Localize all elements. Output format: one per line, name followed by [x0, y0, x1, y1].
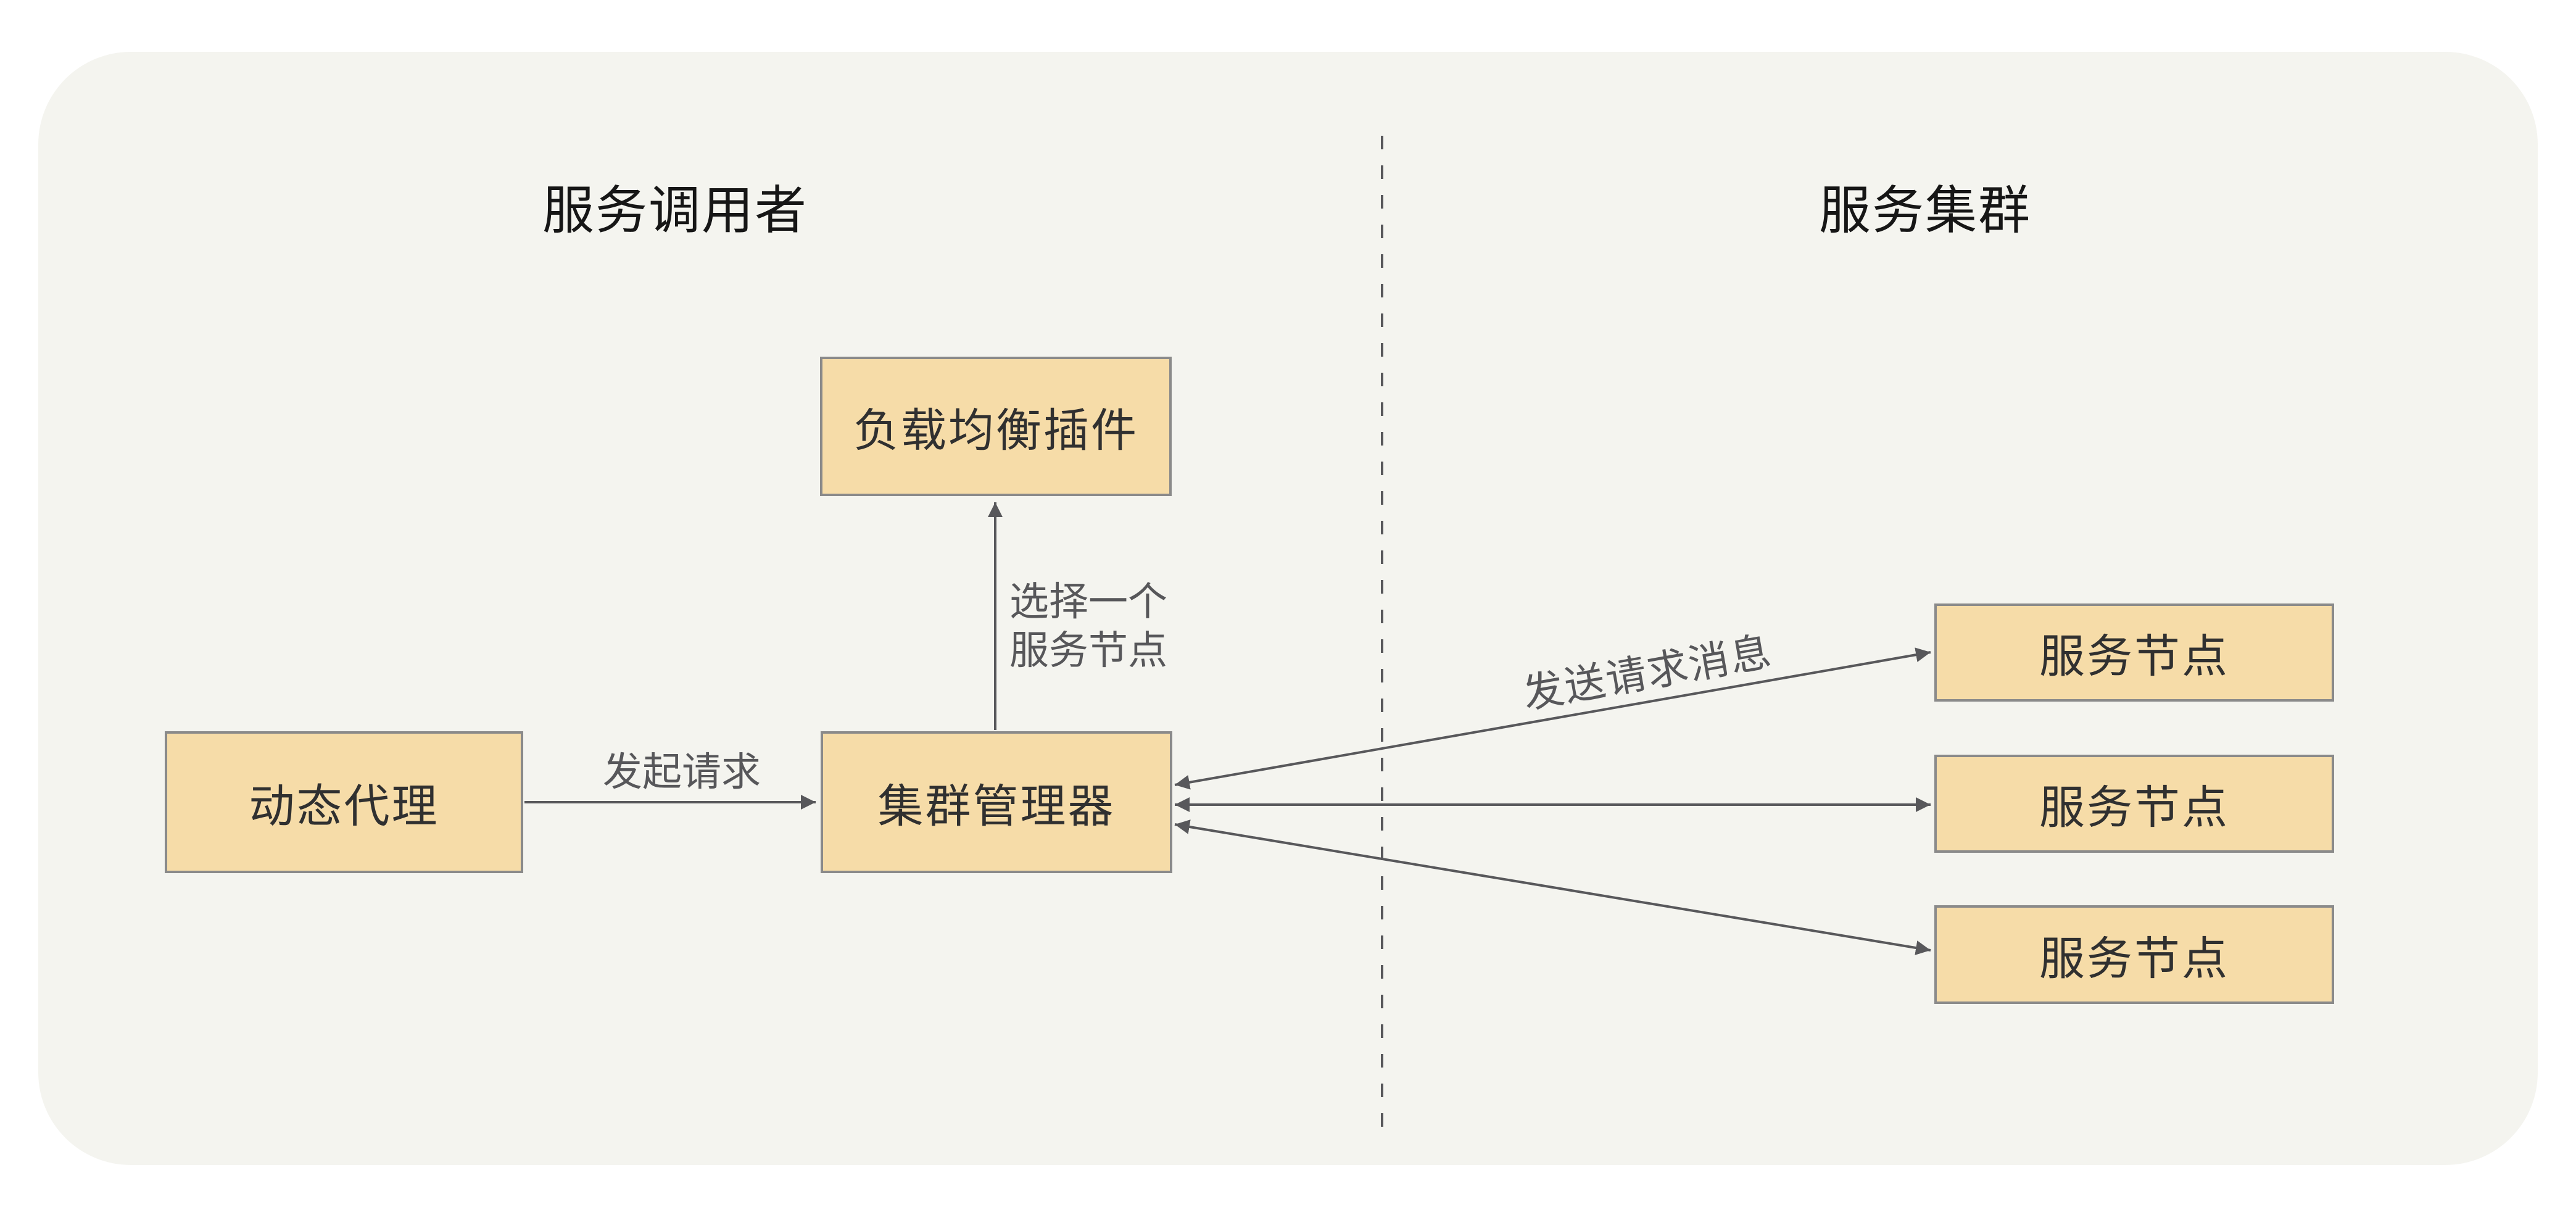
- service-node-box-3: 服务节点: [1934, 905, 2334, 1004]
- left-section-title: 服务调用者: [542, 181, 808, 239]
- load-balancer-plugin-box: 负载均衡插件: [820, 357, 1172, 496]
- dynamic-proxy-box: 动态代理: [165, 731, 523, 873]
- service-node-label: 服务节点: [2039, 782, 2229, 833]
- dynamic-proxy-label: 动态代理: [249, 780, 439, 832]
- cluster-manager-label: 集群管理器: [877, 780, 1116, 832]
- service-node-label: 服务节点: [2039, 932, 2229, 984]
- right-section-title: 服务集群: [1818, 181, 2031, 239]
- service-node-label: 服务节点: [2039, 631, 2229, 682]
- select-service-node-edge-label: 选择一个 服务节点: [1009, 578, 1167, 675]
- initiate-request-edge-label: 发起请求: [603, 750, 761, 794]
- select-service-node-label-line2: 服务节点: [1009, 628, 1167, 673]
- service-node-box-2: 服务节点: [1934, 755, 2334, 853]
- cluster-manager-box: 集群管理器: [821, 731, 1172, 873]
- service-node-box-1: 服务节点: [1934, 603, 2334, 702]
- load-balancer-plugin-label: 负载均衡插件: [853, 404, 1138, 456]
- select-service-node-label-line1: 选择一个: [1009, 579, 1167, 624]
